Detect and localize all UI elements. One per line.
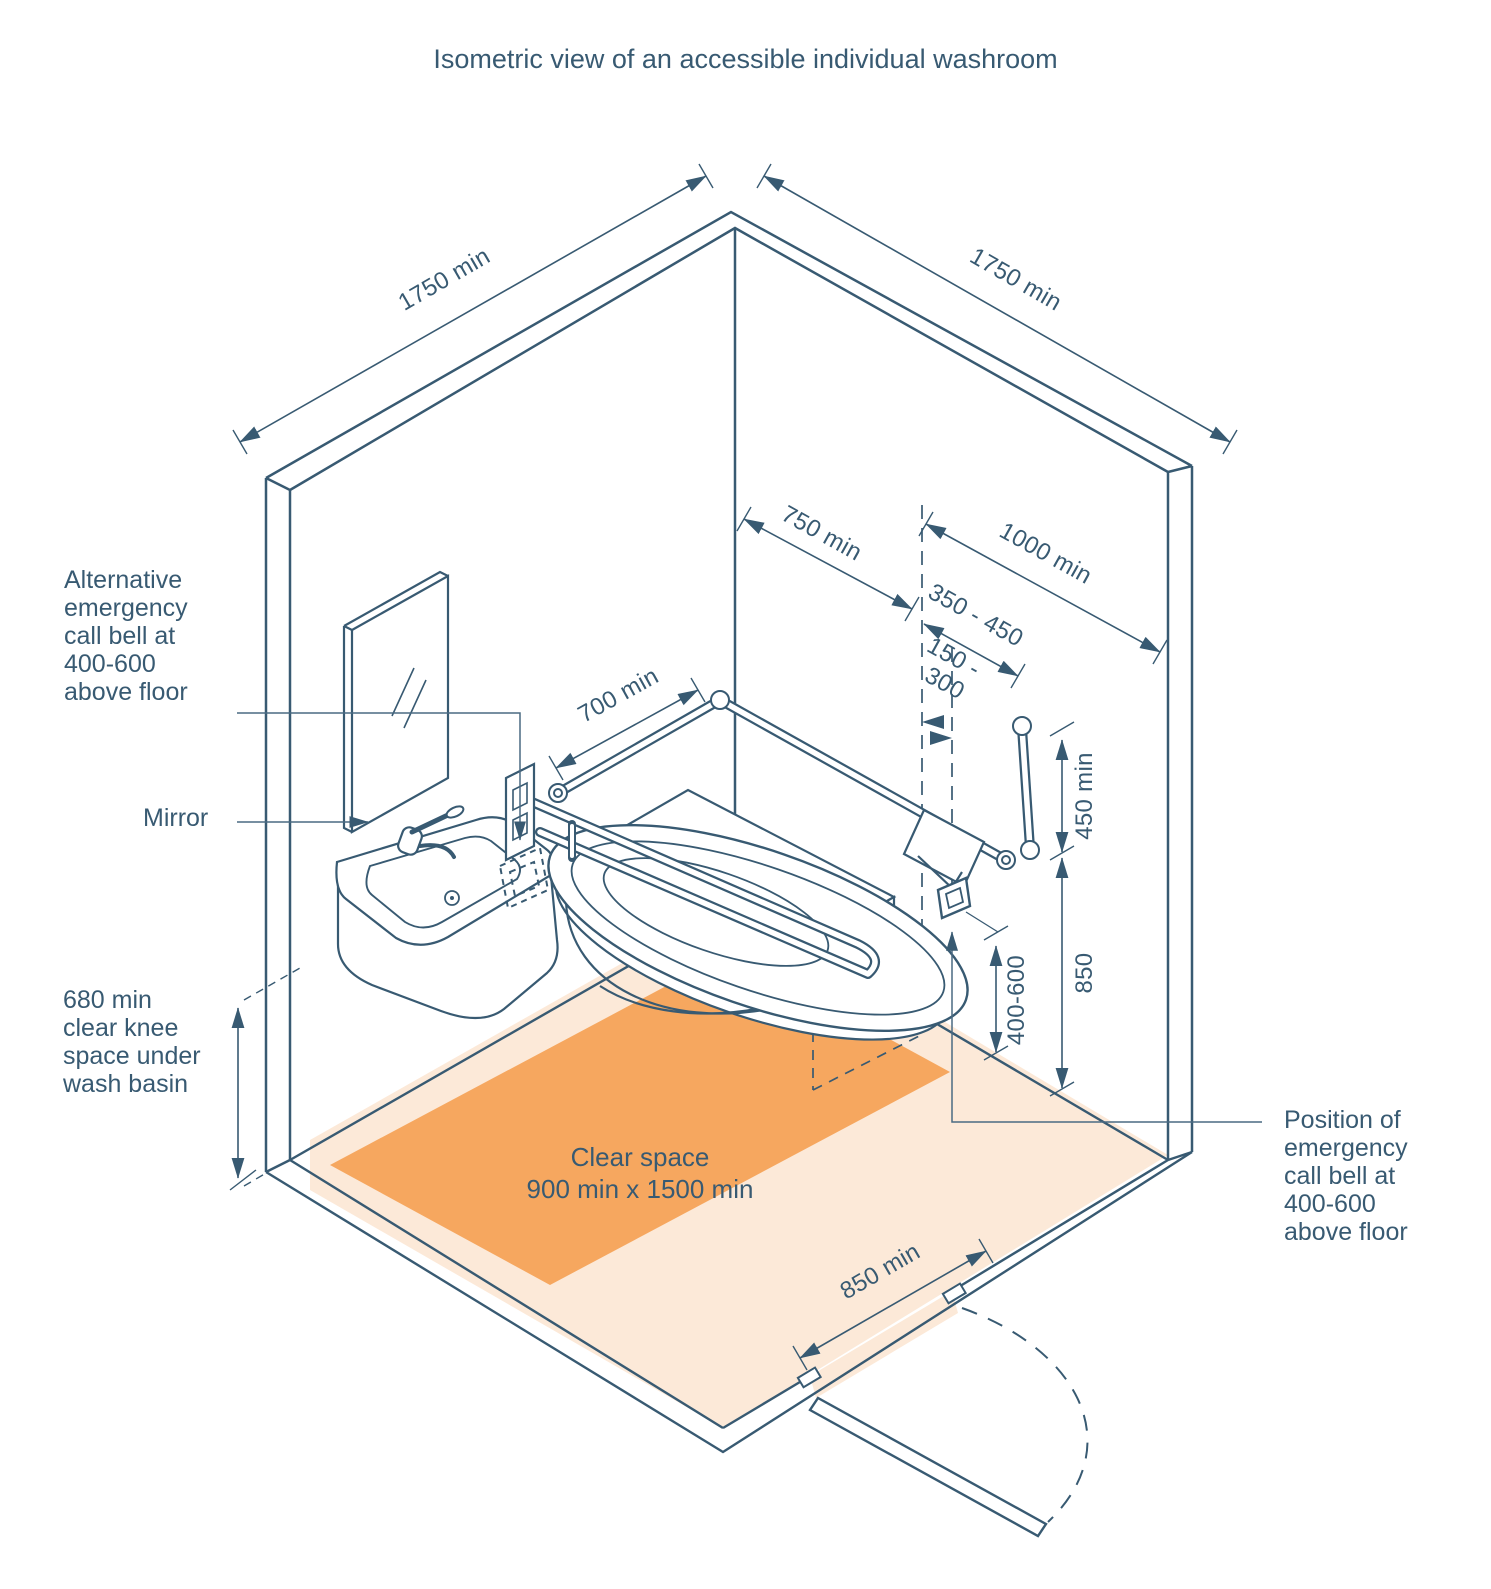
annotation-line: clear knee [63,1014,179,1042]
annotation-line: Alternative [64,566,183,594]
emergency-call-bell [936,876,972,920]
label-400-600: 400-600 [1003,955,1030,1045]
label-clear-space-2: 900 min x 1500 min [527,1174,754,1204]
dim-700 [555,689,699,769]
toilet-seat-hole [602,857,830,967]
label-clear-space-1: Clear space [571,1142,710,1172]
annotation-knee-space: 680 min clear knee space under wash basi… [63,986,201,1098]
mirror-glass [350,574,450,834]
leader-lines [237,712,1262,1123]
left-wall-end [264,476,292,1174]
annotation-line: call bell at [64,622,176,650]
annotation-line: Mirror [143,804,209,832]
basin-drain-dot [450,896,454,900]
annotation-line: 400-600 [64,650,156,678]
dim-1000 [925,523,1161,653]
annotation-mirror: Mirror [143,804,208,832]
floor [265,898,1193,1538]
wall-top-inner-edge [289,226,1169,492]
toilet-bowl-skirt [564,901,776,1015]
basin-drain [444,890,460,906]
right-wall-end [1166,464,1194,1162]
annotation-line: above floor [64,678,188,706]
call-bell-witness [965,911,999,933]
rail-wall-flanges [548,690,1016,870]
label-750: 750 min [777,500,867,566]
annotation-position-call-bell: Position of emergency call bell at 400-6… [1284,1106,1408,1246]
label-right-wall: 1750 min [965,243,1066,317]
leader-position-call-bell [946,931,1262,1123]
mirror-reflection-marks [391,667,427,729]
label-450: 450 min [1071,752,1098,839]
alternative-call-bell-marker [498,846,550,910]
annotation-line: 680 min [63,986,152,1014]
dim-right-wall [763,175,1231,443]
page-title: Isometric view of an accessible individu… [433,44,1058,74]
dimension-lines [229,163,1238,1371]
annotation-line: wash basin [63,1070,189,1098]
floor-outer-edge [265,1150,1193,1454]
annotation-line: call bell at [1284,1162,1396,1190]
annotation-line: emergency [1284,1134,1408,1162]
dim-350-450 [923,623,1019,677]
vertical-grab-rail [1012,716,1040,860]
label-700: 700 min [574,662,664,728]
toilet-backrest [902,808,986,890]
door-leaf [808,1396,1048,1538]
annotation-line: 400-600 [1284,1190,1376,1218]
dim-door-850 [799,1250,987,1359]
flip-up-grab-rail [504,762,880,979]
dimension-ticks [229,163,1238,1371]
label-1000: 1000 min [995,517,1097,590]
annotation-line: Position of [1284,1106,1401,1134]
basin-tap [397,805,465,859]
wash-basin [335,805,559,1020]
label-850: 850 [1071,953,1098,994]
knee-space-witness [243,967,301,1187]
annotation-line: space under [63,1042,201,1070]
dim-750 [743,518,913,610]
annotation-line: emergency [64,594,188,622]
annotation-alt-call-bell: Alternative emergency call bell at 400-6… [64,566,188,706]
annotation-line: above floor [1284,1218,1408,1246]
mirror [342,570,450,834]
dim-left-wall [239,175,707,443]
door-swing-arc [961,1307,1089,1523]
clear-space-area [330,952,950,1285]
toilet-seat-inner [570,840,946,1016]
dim-150-300-arrows [922,715,952,745]
leader-alt-call-bell [237,712,526,841]
wall-top-outer-edge [265,210,1193,480]
mirror-thickness-edge [342,570,449,833]
basin-bowl [365,835,521,929]
